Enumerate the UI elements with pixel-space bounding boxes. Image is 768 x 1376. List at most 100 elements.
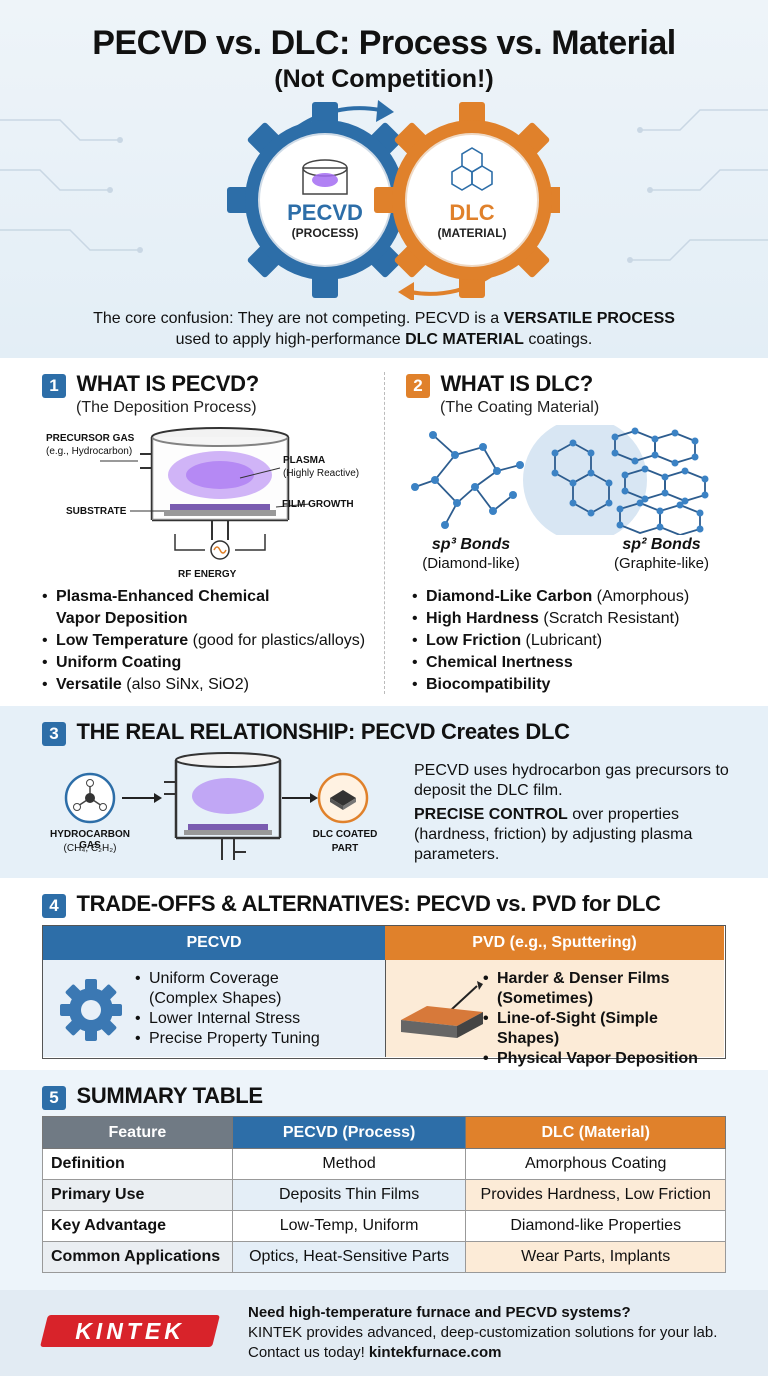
tradeoff-item: Uniform Coverage [135, 969, 375, 989]
relationship-text-1: PECVD uses hydrocarbon gas precursors to… [414, 762, 729, 799]
table-cell: Common Applications [42, 1241, 233, 1273]
table-cell: Wear Parts, Implants [465, 1241, 726, 1273]
divider [384, 372, 385, 694]
tradeoff-item: Lower Internal Stress [135, 1009, 375, 1029]
section-subtitle: (The Coating Material) [440, 399, 600, 416]
section-4-heading: 4 TRADE-OFFS & ALTERNATIVES: PECVD vs. P… [42, 891, 661, 918]
bullet-item: Diamond-Like Carbon (Amorphous) [412, 586, 752, 608]
sp3-label: sp³ Bonds [431, 536, 511, 553]
table-cell: Primary Use [42, 1179, 233, 1211]
bullet-text: (Amorphous) [592, 588, 690, 605]
relationship-diagram [64, 752, 369, 860]
table-row: Common Applications Optics, Heat-Sensiti… [42, 1241, 726, 1273]
section-title: THE REAL RELATIONSHIP: PECVD Creates DLC [76, 719, 570, 744]
dlc-part-label-2: PART [331, 843, 359, 854]
section-title: WHAT IS DLC? [440, 371, 593, 396]
circuit-background [0, 109, 768, 263]
section-number: 2 [406, 374, 430, 398]
tradeoff-item: Physical Vapor Deposition [483, 1049, 723, 1069]
table-cell: Method [231, 1148, 467, 1180]
relationship-text-2: over properties (hardness, friction) by … [414, 806, 693, 863]
bullet-bold: Diamond-Like Carbon [426, 588, 593, 605]
dlc-gear-icon [374, 102, 560, 298]
bullet-item: Low Temperature (good for plastics/alloy… [42, 630, 382, 652]
bullet-bold: Low Temperature [56, 632, 189, 649]
plasma-sublabel: (Highly Reactive) [283, 468, 360, 479]
table-cell: Provides Hardness, Low Friction [465, 1179, 726, 1211]
table-header: DLC (Material) [465, 1116, 726, 1149]
bullet-bold: Low Friction [426, 632, 522, 649]
pecvd-chamber-diagram [100, 427, 311, 560]
pecvd-column-header: PECVD [43, 926, 385, 960]
rf-energy-label: RF ENERGY [178, 569, 237, 580]
bullet-text: (Lubricant) [521, 632, 603, 649]
precursor-sublabel: (e.g., Hydrocarbon) [46, 446, 133, 457]
intro-part: The core confusion: They are not competi… [93, 310, 504, 327]
section-number: 4 [42, 894, 66, 918]
intro-part: coatings. [523, 331, 593, 348]
bullet-item: Low Friction (Lubricant) [412, 630, 752, 652]
dlc-part-label: DLC COATED [312, 829, 378, 840]
table-cell: Deposits Thin Films [231, 1179, 467, 1211]
relationship-text: PECVD uses hydrocarbon gas precursors to… [414, 761, 740, 865]
table-header: Feature [42, 1116, 233, 1149]
bullet-item: High Hardness (Scratch Resistant) [412, 608, 752, 630]
pvd-column-header: PVD (e.g., Sputtering) [385, 926, 724, 960]
gears-illustration [227, 100, 560, 300]
bullet-bold: Vapor Deposition [56, 610, 188, 627]
page-subtitle: (Not Competition!) [274, 65, 494, 93]
section-number: 3 [42, 722, 66, 746]
website-link[interactable]: kintekfurnace.com [368, 1344, 502, 1361]
table-cell: Low-Temp, Uniform [231, 1210, 467, 1242]
footer-headline: Need high-temperature furnace and PECVD … [248, 1304, 631, 1321]
section-1-heading: 1 WHAT IS PECVD? [42, 371, 259, 398]
bullet-bold: Biocompatibility [426, 676, 551, 693]
section-3 [0, 706, 768, 878]
tradeoff-item: (Complex Shapes) [149, 990, 282, 1007]
film-growth-label: FILM GROWTH [282, 499, 354, 510]
bullet-text: (Scratch Resistant) [538, 610, 680, 627]
section-number: 5 [42, 1086, 66, 1110]
sp2-label: sp² Bonds [622, 536, 701, 553]
dlc-bullets: Diamond-Like Carbon (Amorphous) High Har… [412, 586, 752, 696]
section-5-heading: 5 SUMMARY TABLE [42, 1083, 263, 1110]
intro-bold: DLC MATERIAL [405, 331, 524, 348]
hydrocarbon-gas-label: HYDROCARBON GAS [50, 829, 130, 851]
tradeoff-item: Harder & Denser Films [483, 969, 723, 989]
pecvd-gear-sublabel: (PROCESS) [291, 226, 359, 240]
dlc-gear-label: DLC [449, 200, 495, 225]
dlc-gear-sublabel: (MATERIAL) [437, 226, 507, 240]
tradeoff-item: Line-of-Sight (Simple Shapes) [483, 1009, 723, 1049]
intro-bold: VERSATILE PROCESS [503, 310, 675, 327]
section-number: 1 [42, 374, 66, 398]
pecvd-gear-label: PECVD [287, 200, 363, 225]
section-2-heading: 2 WHAT IS DLC? [406, 371, 593, 398]
section-title: WHAT IS PECVD? [76, 371, 259, 396]
footer-contact-text: Contact us today! [248, 1344, 369, 1361]
pecvd-tradeoffs: Uniform Coverage (Complex Shapes) Lower … [135, 969, 375, 1049]
tradeoff-item: (Sometimes) [497, 990, 594, 1007]
gear-icon [60, 979, 122, 1041]
table-row: Definition Method Amorphous Coating [42, 1148, 726, 1180]
intro-text: The core confusion: They are not competi… [60, 308, 708, 350]
bullet-bold: Plasma-Enhanced Chemical [56, 588, 270, 605]
table-row: Primary Use Deposits Thin Films Provides… [42, 1179, 726, 1211]
table-cell: Amorphous Coating [465, 1148, 726, 1180]
precursor-label: PRECURSOR GAS [46, 433, 135, 444]
bullet-item: Biocompatibility [412, 674, 752, 696]
footer-contact: Contact us today! kintekfurnace.com [248, 1344, 748, 1361]
bullet-text: (good for plastics/alloys) [188, 632, 366, 649]
table-cell: Optics, Heat-Sensitive Parts [231, 1241, 467, 1273]
sp3-sublabel: (Diamond-like) [422, 555, 520, 572]
table-cell: Key Advantage [42, 1210, 233, 1242]
page-title: PECVD vs. DLC: Process vs. Material [92, 24, 676, 62]
hydrocarbon-formula: (CH₄, C₂H₂) [63, 843, 117, 854]
footer-text: KINTEK provides advanced, deep-customiza… [248, 1324, 718, 1341]
intro-part: used to apply high-performance [175, 331, 406, 348]
table-header: PECVD (Process) [231, 1116, 467, 1149]
sp2-sublabel: (Graphite-like) [613, 555, 710, 572]
bullet-item: Versatile (also SiNx, SiO2) [42, 674, 382, 696]
bullet-bold: Uniform Coating [56, 654, 182, 671]
